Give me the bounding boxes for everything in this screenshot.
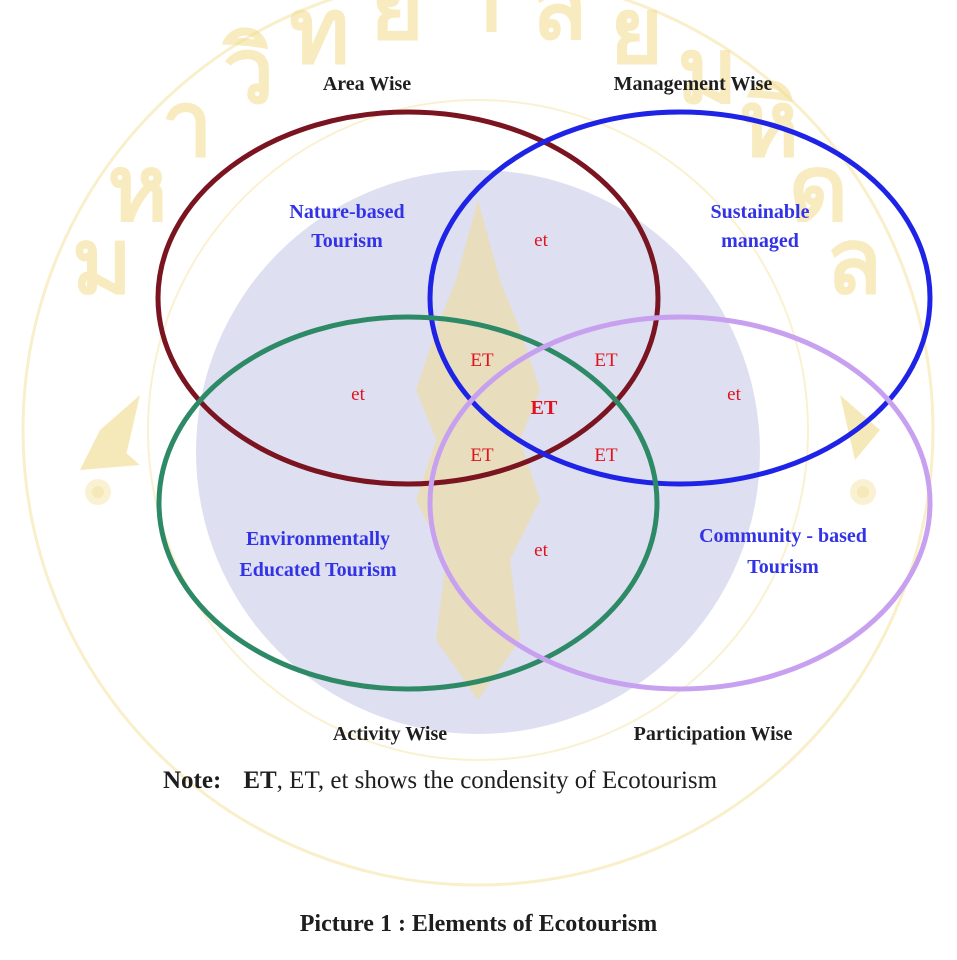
- watermark-letter: วิ: [221, 20, 274, 122]
- nature-based-tourism-line1: Nature-based: [289, 201, 404, 223]
- et-mid-mark-upper-right: ET: [594, 350, 618, 371]
- watermark-flower-left: [80, 395, 140, 505]
- et-high-mark-center: ET: [531, 397, 558, 419]
- watermark-letter: ห: [107, 138, 168, 240]
- activity-wise-label: Activity Wise: [333, 723, 447, 745]
- et-mark-area-activity: et: [351, 384, 365, 405]
- watermark-letter: ลั: [531, 0, 588, 58]
- note-strong-et: ET: [243, 767, 277, 794]
- management-wise-circle: [427, 109, 933, 487]
- activity-wise-circle: [156, 314, 660, 692]
- watermark-outer-ring: [21, 0, 935, 887]
- note-label: Note:: [163, 767, 222, 794]
- watermark-letter: ย: [609, 0, 663, 83]
- watermark-inner-ring: [147, 99, 809, 761]
- watermark-letter: า: [161, 74, 213, 176]
- watermark-letter: ท: [289, 0, 350, 83]
- participation-wise-circle: [427, 314, 933, 692]
- environmentally-educated-tourism-line1: Environmentally: [246, 528, 390, 550]
- et-mark-activity-participation: et: [534, 540, 548, 561]
- et-mark-management-participation: et: [727, 384, 741, 405]
- area-wise-circle: [155, 109, 661, 487]
- area-wise-label: Area Wise: [323, 73, 411, 95]
- figure-caption: Picture 1 : Elements of Ecotourism: [299, 911, 658, 937]
- watermark-letter: ย: [370, 0, 424, 58]
- sustainable-managed-line2: managed: [721, 230, 799, 252]
- watermark-letter: ม: [677, 20, 738, 122]
- et-mid-mark-lower-left: ET: [470, 445, 494, 466]
- participation-wise-label: Participation Wise: [634, 723, 793, 745]
- community-based-tourism-line1: Community - based: [699, 525, 867, 547]
- watermark-letter: า: [452, 0, 504, 50]
- et-mid-mark-lower-right: ET: [594, 445, 618, 466]
- nature-based-tourism-line2: Tourism: [311, 230, 383, 252]
- et-mark-area-management: et: [534, 230, 548, 251]
- et-mid-mark-upper-left: ET: [470, 350, 494, 371]
- watermark-flower-right: [840, 395, 880, 505]
- management-wise-label: Management Wise: [614, 73, 773, 95]
- note-text: , ET, et shows the condensity of Ecotour…: [276, 767, 718, 794]
- watermark-letter: ม: [72, 211, 133, 313]
- watermark-letter: ล: [826, 211, 882, 313]
- note-line: Note: ET, ET, et shows the condensity of …: [163, 767, 717, 795]
- environmentally-educated-tourism-line2: Educated Tourism: [239, 559, 397, 581]
- sustainable-managed-line1: Sustainable: [711, 201, 810, 223]
- community-based-tourism-line2: Tourism: [747, 556, 819, 578]
